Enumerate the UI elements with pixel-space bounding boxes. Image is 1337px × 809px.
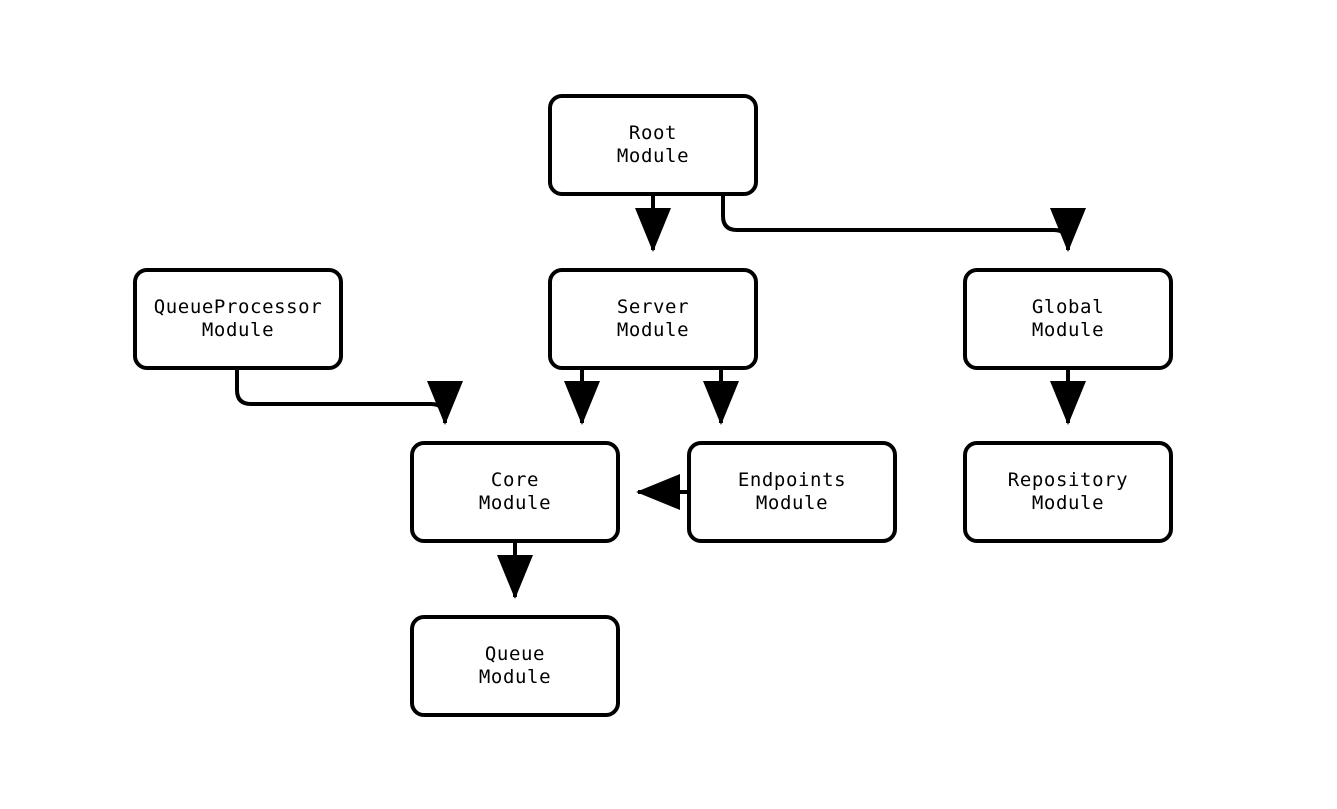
node-root-module-kind: Module (616, 145, 690, 167)
node-repository-module-kind: Module (1031, 492, 1105, 514)
node-repository-module[interactable]: Repository Module (963, 441, 1173, 543)
node-core-module[interactable]: Core Module (410, 441, 620, 543)
node-server-module-name: Server (616, 296, 690, 318)
node-server-module-kind: Module (616, 319, 690, 341)
edge-root-to-global (721, 196, 1086, 252)
node-endpoints-module-kind: Module (755, 492, 829, 514)
node-core-module-kind: Module (478, 492, 552, 514)
node-queue-module[interactable]: Queue Module (410, 615, 620, 717)
node-core-module-name: Core (490, 469, 540, 491)
node-queue-module-name: Queue (484, 643, 546, 665)
node-queue-module-kind: Module (478, 666, 552, 688)
node-endpoints-module-name: Endpoints (737, 469, 847, 491)
node-global-module-name: Global (1031, 296, 1105, 318)
node-queueprocessor-module-kind: Module (201, 319, 275, 341)
node-root-module-name: Root (628, 122, 678, 144)
node-endpoints-module[interactable]: Endpoints Module (687, 441, 897, 543)
node-queueprocessor-module[interactable]: QueueProcessor Module (133, 268, 343, 370)
node-repository-module-name: Repository (1007, 469, 1129, 491)
node-root-module[interactable]: Root Module (548, 94, 758, 196)
node-server-module[interactable]: Server Module (548, 268, 758, 370)
node-queueprocessor-module-name: QueueProcessor (153, 296, 323, 318)
node-global-module[interactable]: Global Module (963, 268, 1173, 370)
node-global-module-kind: Module (1031, 319, 1105, 341)
edge-queueprocessor-to-core (235, 370, 463, 425)
